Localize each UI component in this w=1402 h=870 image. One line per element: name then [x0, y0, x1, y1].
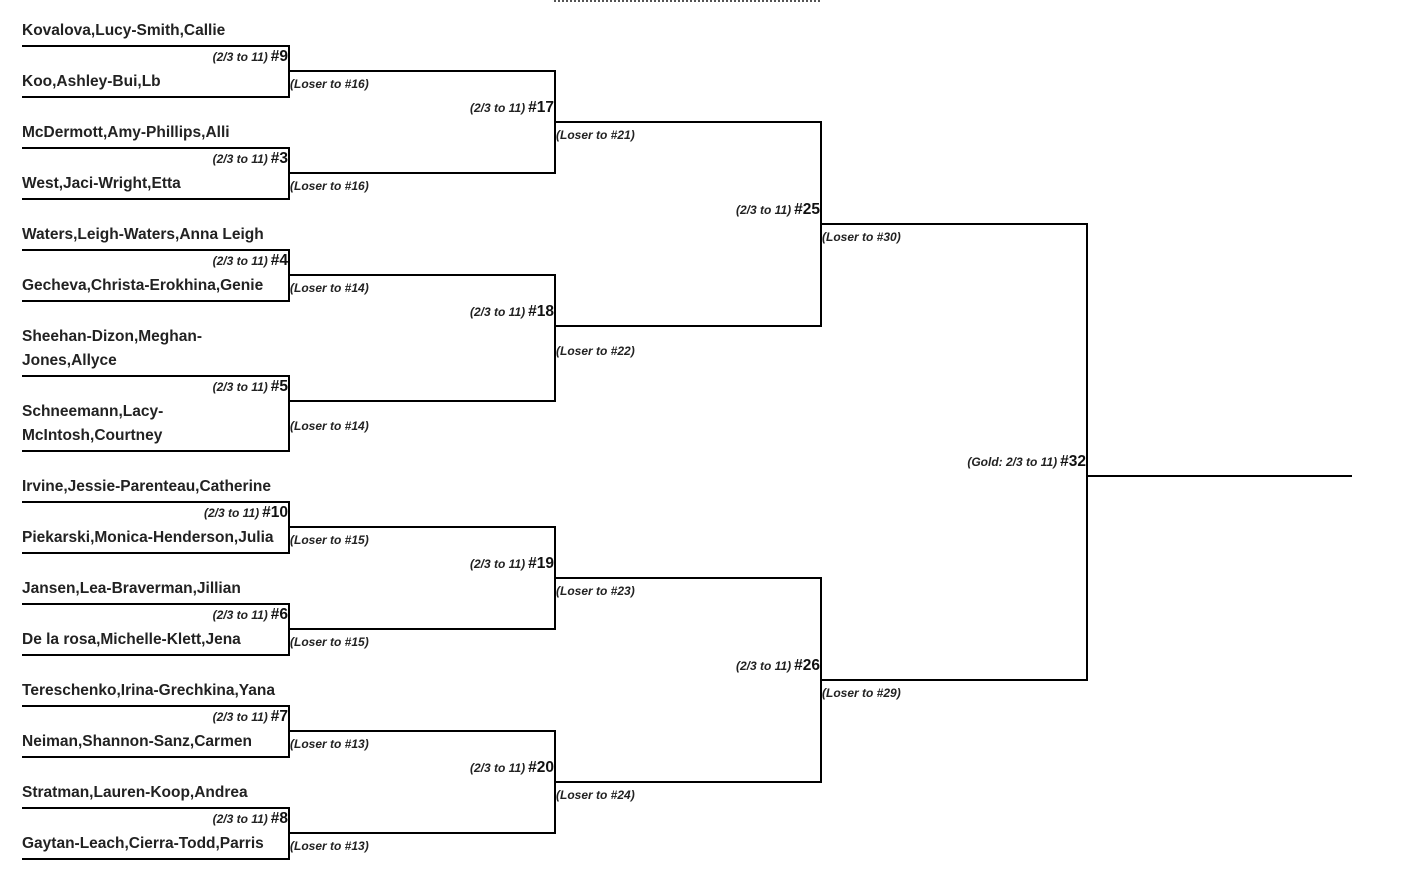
- bracket-line: [22, 300, 290, 302]
- bracket-line: [22, 147, 290, 149]
- team-name: Sheehan-Dizon,Meghan-Jones,Allyce: [22, 328, 202, 369]
- bracket-line: [288, 274, 556, 276]
- loser-label: (Loser to #15): [290, 635, 369, 649]
- match-label: (2/3 to 11)#3: [212, 150, 288, 167]
- match-label: (2/3 to 11)#20: [470, 759, 554, 776]
- bracket-line: [554, 121, 822, 123]
- bracket-line: [554, 577, 822, 579]
- match-label: (2/3 to 11)#9: [212, 48, 288, 65]
- bracket-line: [820, 679, 1088, 681]
- loser-label: (Loser to #13): [290, 737, 369, 751]
- loser-label: (Loser to #16): [290, 179, 369, 193]
- loser-label: (Loser to #13): [290, 839, 369, 853]
- bracket-line: [22, 603, 290, 605]
- bracket-line: [288, 526, 556, 528]
- match-label: (2/3 to 11)#8: [212, 810, 288, 827]
- bracket-line: [22, 807, 290, 809]
- bracket-line: [22, 45, 290, 47]
- loser-label: (Loser to #21): [556, 128, 635, 142]
- match-label: (2/3 to 11)#17: [470, 99, 554, 116]
- team-name: Schneemann,Lacy-McIntosh,Courtney: [22, 403, 164, 444]
- team-name: Jansen,Lea-Braverman,Jillian: [22, 580, 241, 597]
- match-label: (2/3 to 11)#6: [212, 606, 288, 623]
- loser-label: (Loser to #16): [290, 77, 369, 91]
- final-match-label: (Gold: 2/3 to 11)#32: [967, 453, 1086, 470]
- dotted-divider: [554, 0, 820, 2]
- loser-label: (Loser to #15): [290, 533, 369, 547]
- loser-label: (Loser to #22): [556, 344, 635, 358]
- bracket-line: [22, 450, 290, 452]
- bracket-line: [554, 325, 822, 327]
- match-label: (2/3 to 11)#19: [470, 555, 554, 572]
- team-name: Piekarski,Monica-Henderson,Julia: [22, 529, 274, 546]
- team-name: Gecheva,Christa-Erokhina,Genie: [22, 277, 264, 294]
- match-label: (2/3 to 11)#18: [470, 303, 554, 320]
- match-label: (2/3 to 11)#5: [212, 378, 288, 395]
- loser-label: (Loser to #29): [822, 686, 901, 700]
- bracket-line: [22, 249, 290, 251]
- match-label: (2/3 to 11)#26: [736, 657, 820, 674]
- bracket-line: [820, 223, 1088, 225]
- loser-label: (Loser to #24): [556, 788, 635, 802]
- match-label: (2/3 to 11)#7: [212, 708, 288, 725]
- team-name: De la rosa,Michelle-Klett,Jena: [22, 631, 241, 648]
- bracket-line: [288, 628, 556, 630]
- bracket-line: [22, 375, 290, 377]
- bracket-line: [288, 400, 556, 402]
- team-name: Tereschenko,Irina-Grechkina,Yana: [22, 682, 275, 699]
- bracket-line: [22, 858, 290, 860]
- team-name: Stratman,Lauren-Koop,Andrea: [22, 784, 248, 801]
- bracket-line: [1086, 223, 1088, 681]
- match-label: (2/3 to 11)#25: [736, 201, 820, 218]
- bracket-line: [288, 375, 290, 452]
- team-name: Koo,Ashley-Bui,Lb: [22, 73, 161, 90]
- bracket-line: [22, 756, 290, 758]
- bracket-line: [554, 781, 822, 783]
- final-line: [1086, 475, 1352, 477]
- match-label: (2/3 to 11)#10: [204, 504, 288, 521]
- bracket-line: [288, 730, 556, 732]
- loser-label: (Loser to #23): [556, 584, 635, 598]
- loser-label: (Loser to #14): [290, 281, 369, 295]
- team-name: Kovalova,Lucy-Smith,Callie: [22, 22, 226, 39]
- team-name: West,Jaci-Wright,Etta: [22, 175, 181, 192]
- bracket-line: [288, 832, 556, 834]
- bracket-line: [22, 654, 290, 656]
- team-name: McDermott,Amy-Phillips,Alli: [22, 124, 230, 141]
- team-name: Gaytan-Leach,Cierra-Todd,Parris: [22, 835, 264, 852]
- team-name: Neiman,Shannon-Sanz,Carmen: [22, 733, 252, 750]
- bracket-line: [22, 501, 290, 503]
- bracket-line: [22, 198, 290, 200]
- bracket-line: [554, 274, 556, 402]
- bracket-line: [288, 70, 556, 72]
- bracket-line: [22, 96, 290, 98]
- match-label: (2/3 to 11)#4: [212, 252, 288, 269]
- team-name: Irvine,Jessie-Parenteau,Catherine: [22, 478, 271, 495]
- bracket-line: [22, 552, 290, 554]
- loser-label: (Loser to #30): [822, 230, 901, 244]
- loser-label: (Loser to #14): [290, 419, 369, 433]
- team-name: Waters,Leigh-Waters,Anna Leigh: [22, 226, 264, 243]
- bracket-line: [22, 705, 290, 707]
- bracket-line: [288, 172, 556, 174]
